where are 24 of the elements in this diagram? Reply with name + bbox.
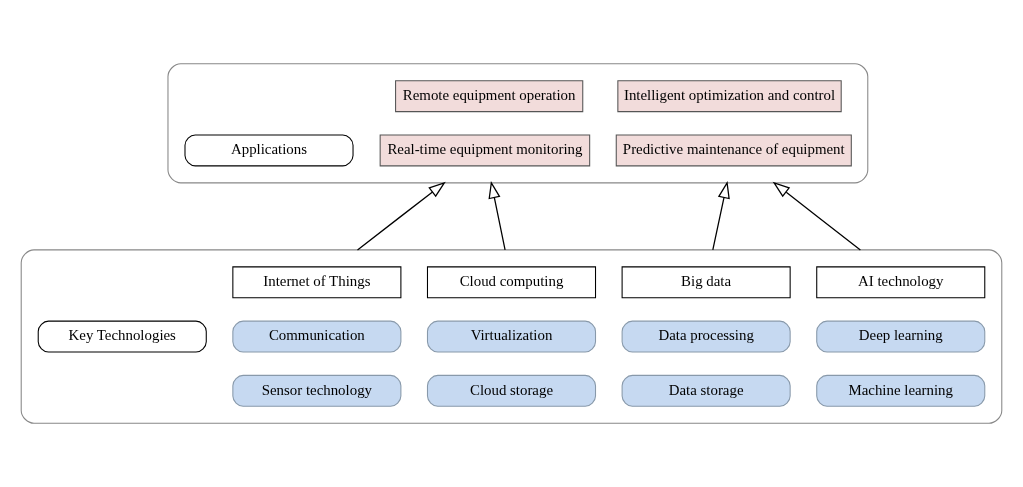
node-box: Cloud storage (426, 374, 597, 407)
node-box: Communication (232, 320, 402, 353)
arrow (772, 181, 861, 251)
arrow (356, 181, 446, 251)
cluster (20, 249, 1003, 424)
node-box: AI technology (816, 266, 986, 299)
node-box: Big data (621, 266, 791, 299)
node-box: Sensor technology (232, 374, 402, 407)
node-box: Data storage (621, 374, 791, 407)
node-box: Data processing (621, 320, 791, 353)
node-box: Deep learning (816, 320, 986, 353)
node-box: Remote equipment operation (395, 80, 584, 113)
arrow (488, 181, 506, 251)
node-box: Internet of Things (232, 266, 402, 299)
node-box: Key Technologies (37, 320, 207, 353)
node-box: Virtualization (426, 320, 597, 353)
node-box: Predictive maintenance of equipment (615, 134, 852, 167)
cluster (167, 63, 869, 184)
node-box: Applications (184, 134, 354, 167)
node-box: Cloud computing (426, 266, 597, 299)
arrow (712, 181, 730, 251)
node-box: Intelligent optimization and control (617, 80, 842, 113)
node-box: Real-time equipment monitoring (379, 134, 591, 167)
node-box: Machine learning (816, 374, 986, 407)
